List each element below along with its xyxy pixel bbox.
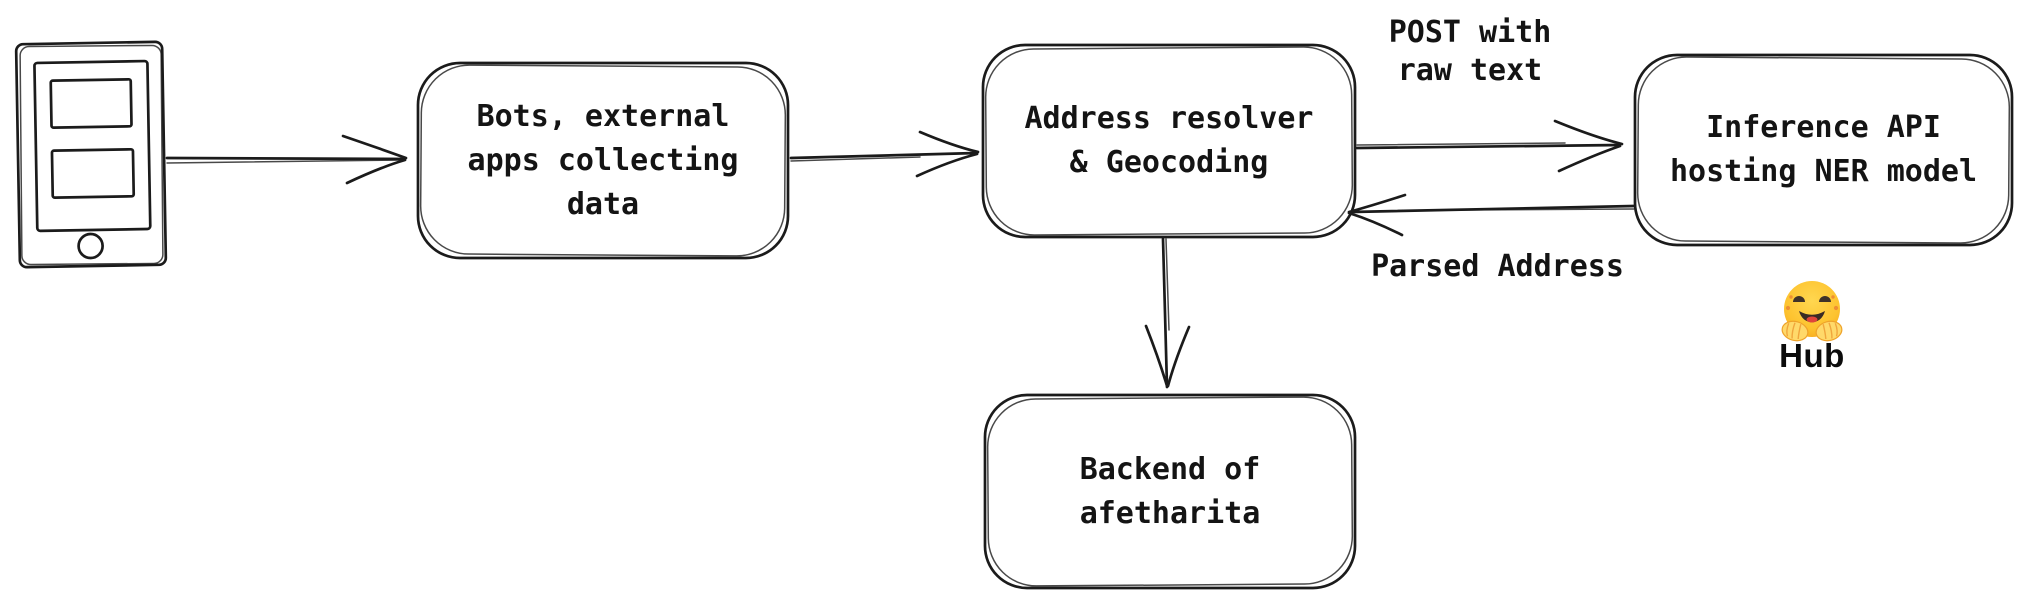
arrow-resolver-to-backend: [1144, 237, 1191, 389]
node-box-resolver: [981, 43, 1357, 239]
arrow-phone-to-bots: [165, 134, 408, 185]
hugging-face-hub-badge: Hub: [1770, 280, 1854, 372]
emoji-left-hand: [1781, 320, 1809, 342]
emoji-right-hand: [1815, 320, 1843, 342]
edge-label-post-raw-text: POST with raw text: [1388, 15, 1552, 88]
arrow-resolver-to-inference: [1355, 119, 1624, 173]
mobile-phone-icon: [14, 40, 168, 269]
node-box-bots: [416, 61, 790, 260]
hub-label: Hub: [1779, 337, 1845, 374]
phone-screen-post-1: [49, 77, 133, 130]
node-box-backend: [983, 393, 1357, 590]
phone-screen-post-2: [50, 147, 136, 199]
hugging-face-emoji-icon: [1781, 281, 1843, 342]
edge-label-parsed-address: Parsed Address: [1371, 249, 1624, 284]
arrow-inference-to-resolver: [1347, 193, 1636, 237]
node-box-inference: [1633, 53, 2014, 247]
arrow-bots-to-resolver: [789, 130, 980, 178]
phone-home-button: [77, 232, 104, 260]
